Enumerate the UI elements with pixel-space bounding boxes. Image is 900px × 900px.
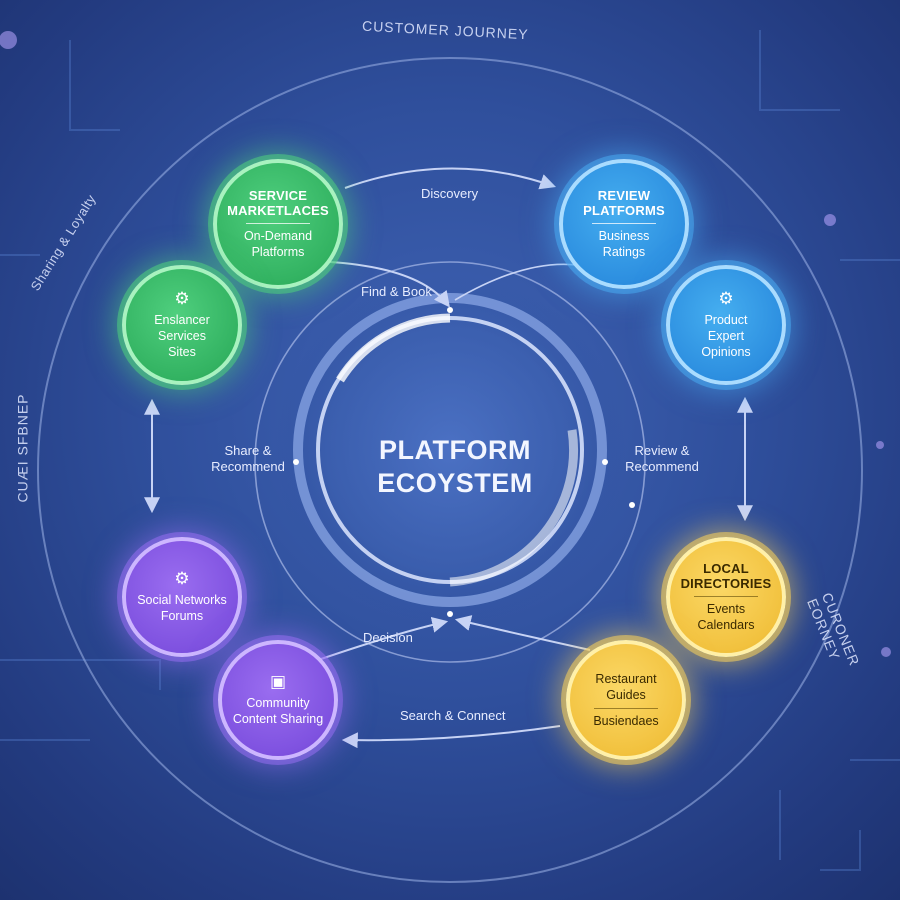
- arrow-right-in: [454, 615, 591, 651]
- arrow-find-book: [329, 261, 450, 308]
- node-title: MARKETLACES: [227, 203, 329, 218]
- gear-icon: ⚙: [718, 289, 734, 308]
- node-label: Content Sharing: [232, 712, 324, 726]
- circuit-decoration: [0, 30, 900, 871]
- flow-label-search-connect: Search & Connect: [400, 708, 506, 723]
- arrow-decision: [317, 616, 449, 661]
- node-label: Services: [158, 329, 206, 343]
- node-label: Events: [706, 602, 746, 616]
- gear-icon: ⚙: [174, 289, 190, 308]
- center-title-line1: PLATFORM: [379, 435, 531, 465]
- node-label: Community: [246, 696, 310, 710]
- outer-label-left: CUÆI SFBNEP: [14, 393, 31, 503]
- node-label: Sites: [168, 345, 196, 359]
- node-label: Opinions: [701, 345, 751, 359]
- inner-flow-ring: [254, 261, 646, 663]
- node-title: PLATFORMS: [583, 203, 665, 218]
- center-title-line2: ECOYSTEM: [377, 468, 533, 498]
- node-label: Forums: [160, 609, 204, 623]
- node-label: Expert: [707, 329, 745, 343]
- node-divider: [594, 708, 658, 709]
- node-title: REVIEW: [597, 188, 651, 203]
- flow-label-review-recommend: Review & Recommend: [625, 443, 699, 474]
- node-label: Busiendaes: [593, 714, 659, 728]
- gear-icon: ⚙: [174, 569, 190, 588]
- arrow-discovery: [344, 167, 557, 190]
- node-divider: [694, 596, 758, 597]
- node-divider: [246, 223, 310, 224]
- flow-label-decision: Decision: [363, 630, 413, 645]
- node-title: DIRECTORIES: [680, 576, 772, 591]
- node-label: Ratings: [602, 245, 646, 259]
- core-ring-outer: [293, 293, 607, 607]
- outer-journey-ring: [37, 57, 863, 883]
- node-label: Social Networks: [137, 593, 227, 607]
- node-label: Product: [704, 313, 748, 327]
- node-label: Business: [598, 229, 650, 243]
- node-divider: [592, 223, 656, 224]
- arrow-search-connect: [341, 725, 561, 749]
- flow-label-share-recommend: Share & Recommend: [211, 443, 285, 474]
- node-label: Calendars: [697, 618, 755, 632]
- monitor-icon: ▣: [269, 672, 287, 691]
- node-label: Platforms: [251, 245, 305, 259]
- node-label: Guides: [606, 688, 646, 702]
- center-title: PLATFORM ECOYSTEM: [330, 434, 580, 500]
- node-label: Restaurant: [595, 672, 657, 686]
- node-label: On-Demand: [243, 229, 313, 243]
- glow-dots: [0, 31, 891, 657]
- node-title: SERVICE: [248, 188, 308, 203]
- node-title: LOCAL: [703, 561, 749, 576]
- node-label: Enslancer: [154, 313, 210, 327]
- flow-label-find-book: Find & Book: [361, 284, 432, 299]
- flow-label-discovery: Discovery: [421, 186, 479, 201]
